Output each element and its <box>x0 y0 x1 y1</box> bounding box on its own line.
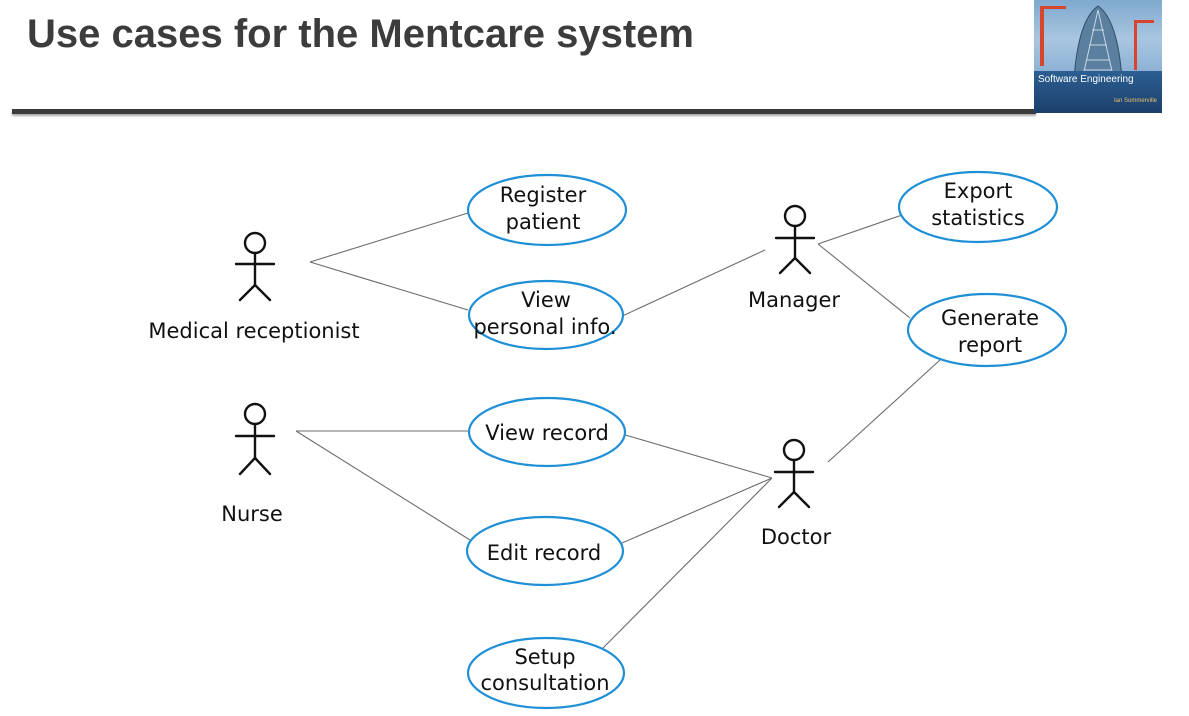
assoc-nurse-editrecord <box>295 430 471 541</box>
title-divider <box>12 109 1036 114</box>
usecase-view-personal-info: View personal info. <box>467 279 625 351</box>
assoc-receptionist-register <box>309 212 469 263</box>
assoc-manager-generate <box>817 243 911 319</box>
association-lines <box>295 212 941 649</box>
usecase-view-record: View record <box>467 396 627 468</box>
actor-label-doctor: Doctor <box>761 525 832 549</box>
book-cover-illustration <box>1040 5 1154 81</box>
usecase-generate-report-line2: report <box>958 333 1022 357</box>
book-cover-author: Ian Sommerville <box>1113 98 1157 104</box>
usecase-setup-consultation-line1: Setup <box>514 645 575 669</box>
assoc-doctor-viewrecord <box>621 433 773 479</box>
usecase-register-patient-line2: patient <box>506 210 581 234</box>
actor-doctor: Doctor <box>761 438 832 549</box>
usecase-view-record-label: View record <box>485 421 609 445</box>
assoc-doctor-setup <box>602 477 773 649</box>
usecase-generate-report: Generate report <box>906 292 1068 368</box>
assoc-doctor-editrecord <box>621 477 773 544</box>
usecase-edit-record: Edit record <box>465 515 625 587</box>
usecase-register-patient-line1: Register <box>500 183 587 207</box>
usecase-export-statistics: Export statistics <box>897 170 1059 244</box>
assoc-doctor-generate <box>827 359 941 463</box>
actor-label-medical-receptionist: Medical receptionist <box>148 319 359 343</box>
book-cover-image: Software Engineering Ian Sommerville <box>1034 0 1162 113</box>
actor-nurse: Nurse <box>221 402 283 526</box>
usecase-generate-report-line1: Generate <box>941 306 1039 330</box>
actor-medical-receptionist: Medical receptionist <box>148 231 360 343</box>
assoc-manager-viewinfo <box>617 249 766 319</box>
usecase-view-personal-info-line2: personal info. <box>473 315 616 339</box>
assoc-manager-export <box>817 214 903 245</box>
book-cover-title: Software Engineering <box>1038 74 1134 85</box>
usecase-export-statistics-line2: statistics <box>931 206 1025 230</box>
usecase-setup-consultation-line2: consultation <box>480 671 609 695</box>
actor-label-nurse: Nurse <box>221 502 283 526</box>
actor-label-manager: Manager <box>748 288 840 312</box>
actor-manager: Manager <box>748 204 840 312</box>
usecase-register-patient: Register patient <box>466 173 628 247</box>
book-cover-band <box>1034 71 1162 113</box>
usecase-view-personal-info-line1: View <box>521 288 571 312</box>
usecase-export-statistics-line1: Export <box>944 179 1013 203</box>
usecase-setup-consultation: Setup consultation <box>466 636 626 710</box>
usecase-edit-record-label: Edit record <box>487 541 601 565</box>
assoc-receptionist-viewinfo <box>309 261 469 311</box>
slide-title: Use cases for the Mentcare system <box>27 12 694 56</box>
